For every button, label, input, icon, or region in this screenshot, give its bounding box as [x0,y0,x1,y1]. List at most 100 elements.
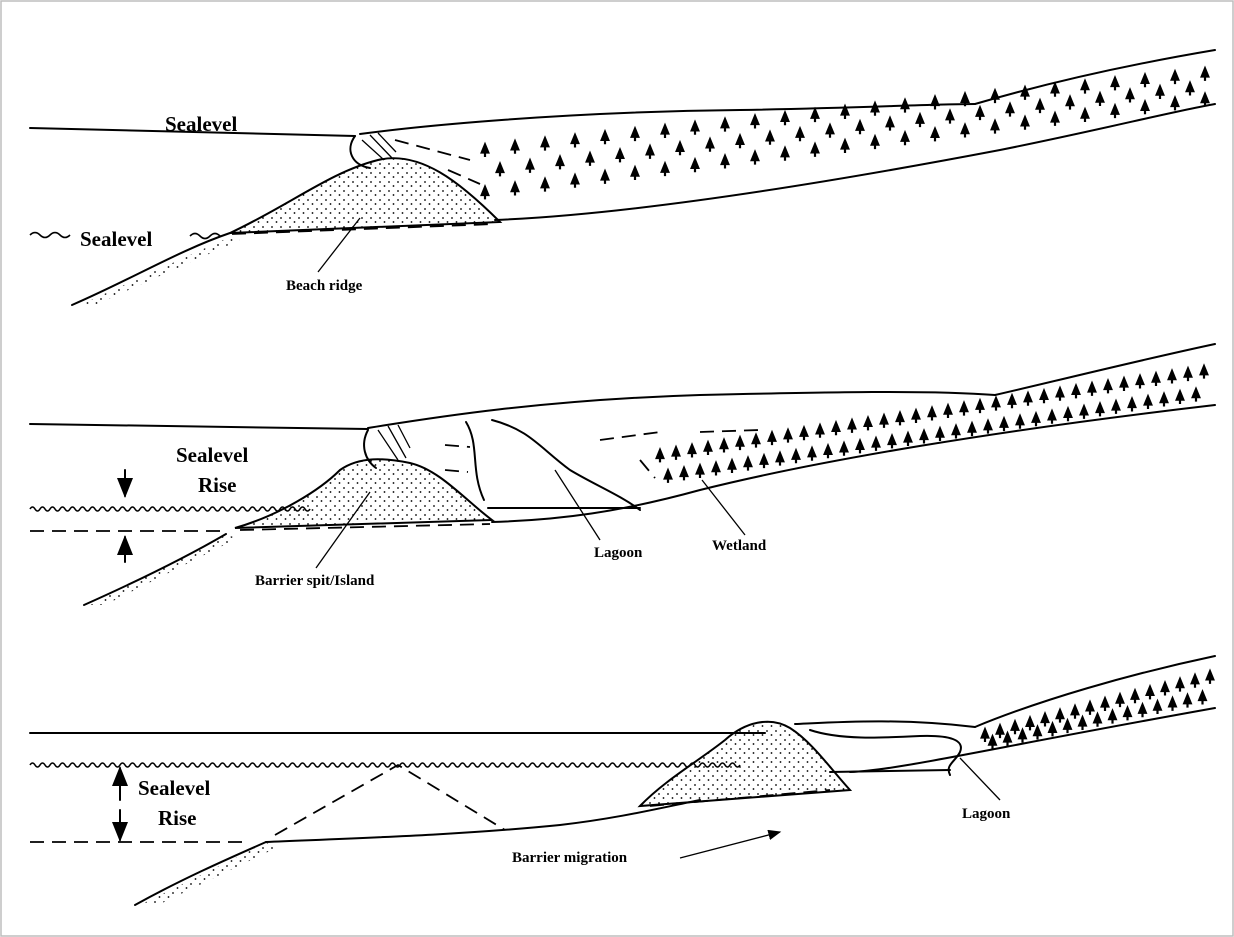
tree-icon [555,154,565,169]
tree-icon [1055,385,1065,400]
tree-icon [1020,114,1030,129]
tree-icon [1200,66,1210,81]
wetland-label: Wetland [712,538,767,554]
tree-icon [1119,376,1129,391]
tree-icon [711,460,721,475]
tree-icon [1170,95,1180,110]
tree-icon [765,129,775,144]
tree-icon [750,113,760,128]
tree-icon [927,405,937,420]
tree-icon [1115,692,1125,707]
tree-icon [525,158,535,173]
tree-icon [540,176,550,191]
tree-icon [1087,380,1097,395]
old-sealevel-line [30,424,368,429]
tree-icon [775,450,785,465]
sealevel-rise-label-3-line1: Sealevel [138,776,210,800]
tree-icon [1080,78,1090,93]
tree-icon [727,458,737,473]
tree-icon [1040,711,1050,726]
tree-icon [879,412,889,427]
tree-icon [815,422,825,437]
land-surface-upper-right [975,50,1215,104]
lagoon-label-2: Lagoon [594,545,643,561]
tree-icon [495,161,505,176]
panel-1-beach-ridge: Sealevel Sealevel Beach ridge [30,50,1215,305]
tree-icon [645,143,655,158]
tree-icon [885,115,895,130]
tree-icon [720,153,730,168]
tree-icon [1140,99,1150,114]
tree-icon [825,122,835,137]
tree-icon [1205,668,1215,683]
tree-icon [1050,110,1060,125]
tree-icon [630,165,640,180]
tree-icon [600,129,610,144]
tree-icon [915,112,925,127]
tree-icon [930,126,940,141]
tree-icon [1127,396,1137,411]
tree-icon [703,440,713,455]
tree-icon [660,161,670,176]
tree-icon [675,140,685,155]
upper-sealevel-label: Sealevel [165,112,237,136]
substrate-surface-3b [850,708,1215,772]
tree-icon [1079,403,1089,418]
barrier-island-mound [235,459,492,528]
tree-icon [795,126,805,141]
tree-icon [1015,413,1025,428]
tree-icon [480,184,490,199]
tree-icon [895,410,905,425]
tree-icon [1007,393,1017,408]
tree-icon [663,467,673,482]
tree-icon [1110,75,1120,90]
tree-icon [1035,98,1045,113]
beach-ridge-label: Beach ridge [286,278,363,294]
tree-icon [1138,702,1148,717]
tree-icon [660,123,670,138]
tree-icon [1151,371,1161,386]
tree-icon [990,88,1000,103]
forest-panel-3 [980,668,1215,749]
back-barrier-surface [795,721,975,727]
tree-icon [823,443,833,458]
barrier-hatching [378,425,410,460]
new-sealevel-waves [30,507,310,511]
tree-icon [980,727,990,742]
offshore-slope-3 [135,842,266,905]
offshore-slope-2 [84,534,226,605]
tree-icon [935,426,945,441]
tree-icon [1065,94,1075,109]
tree-icon [1153,699,1163,714]
tree-icon [1125,87,1135,102]
tree-icon [945,108,955,123]
tree-icon [1031,411,1041,426]
tree-icon [799,425,809,440]
tree-icon [1190,672,1200,687]
tree-icon [870,134,880,149]
tree-icon [655,447,665,462]
tree-icon [767,430,777,445]
new-sealevel-waves-3 [30,763,740,767]
tree-icon [1100,696,1110,711]
substrate-surface-3a [266,800,700,842]
tree-icon [1047,408,1057,423]
migration-arrow [680,832,780,858]
tree-icon [1160,680,1170,695]
tree-icon [1085,699,1095,714]
tree-icon [1175,389,1185,404]
tree-icon [967,421,977,436]
tree-icon [600,169,610,184]
tree-icon [1183,366,1193,381]
beach-hatching [362,133,396,160]
forest-panel-2 [655,363,1209,483]
tree-icon [1191,386,1201,401]
lagoon-pointer [555,470,600,540]
tree-icon [1095,91,1105,106]
tree-icon [690,157,700,172]
tree-icon [1130,688,1140,703]
tree-icon [1095,401,1105,416]
tree-icon [1048,721,1058,736]
tree-icon [903,431,913,446]
barrier-migration-label: Barrier migration [512,850,628,866]
